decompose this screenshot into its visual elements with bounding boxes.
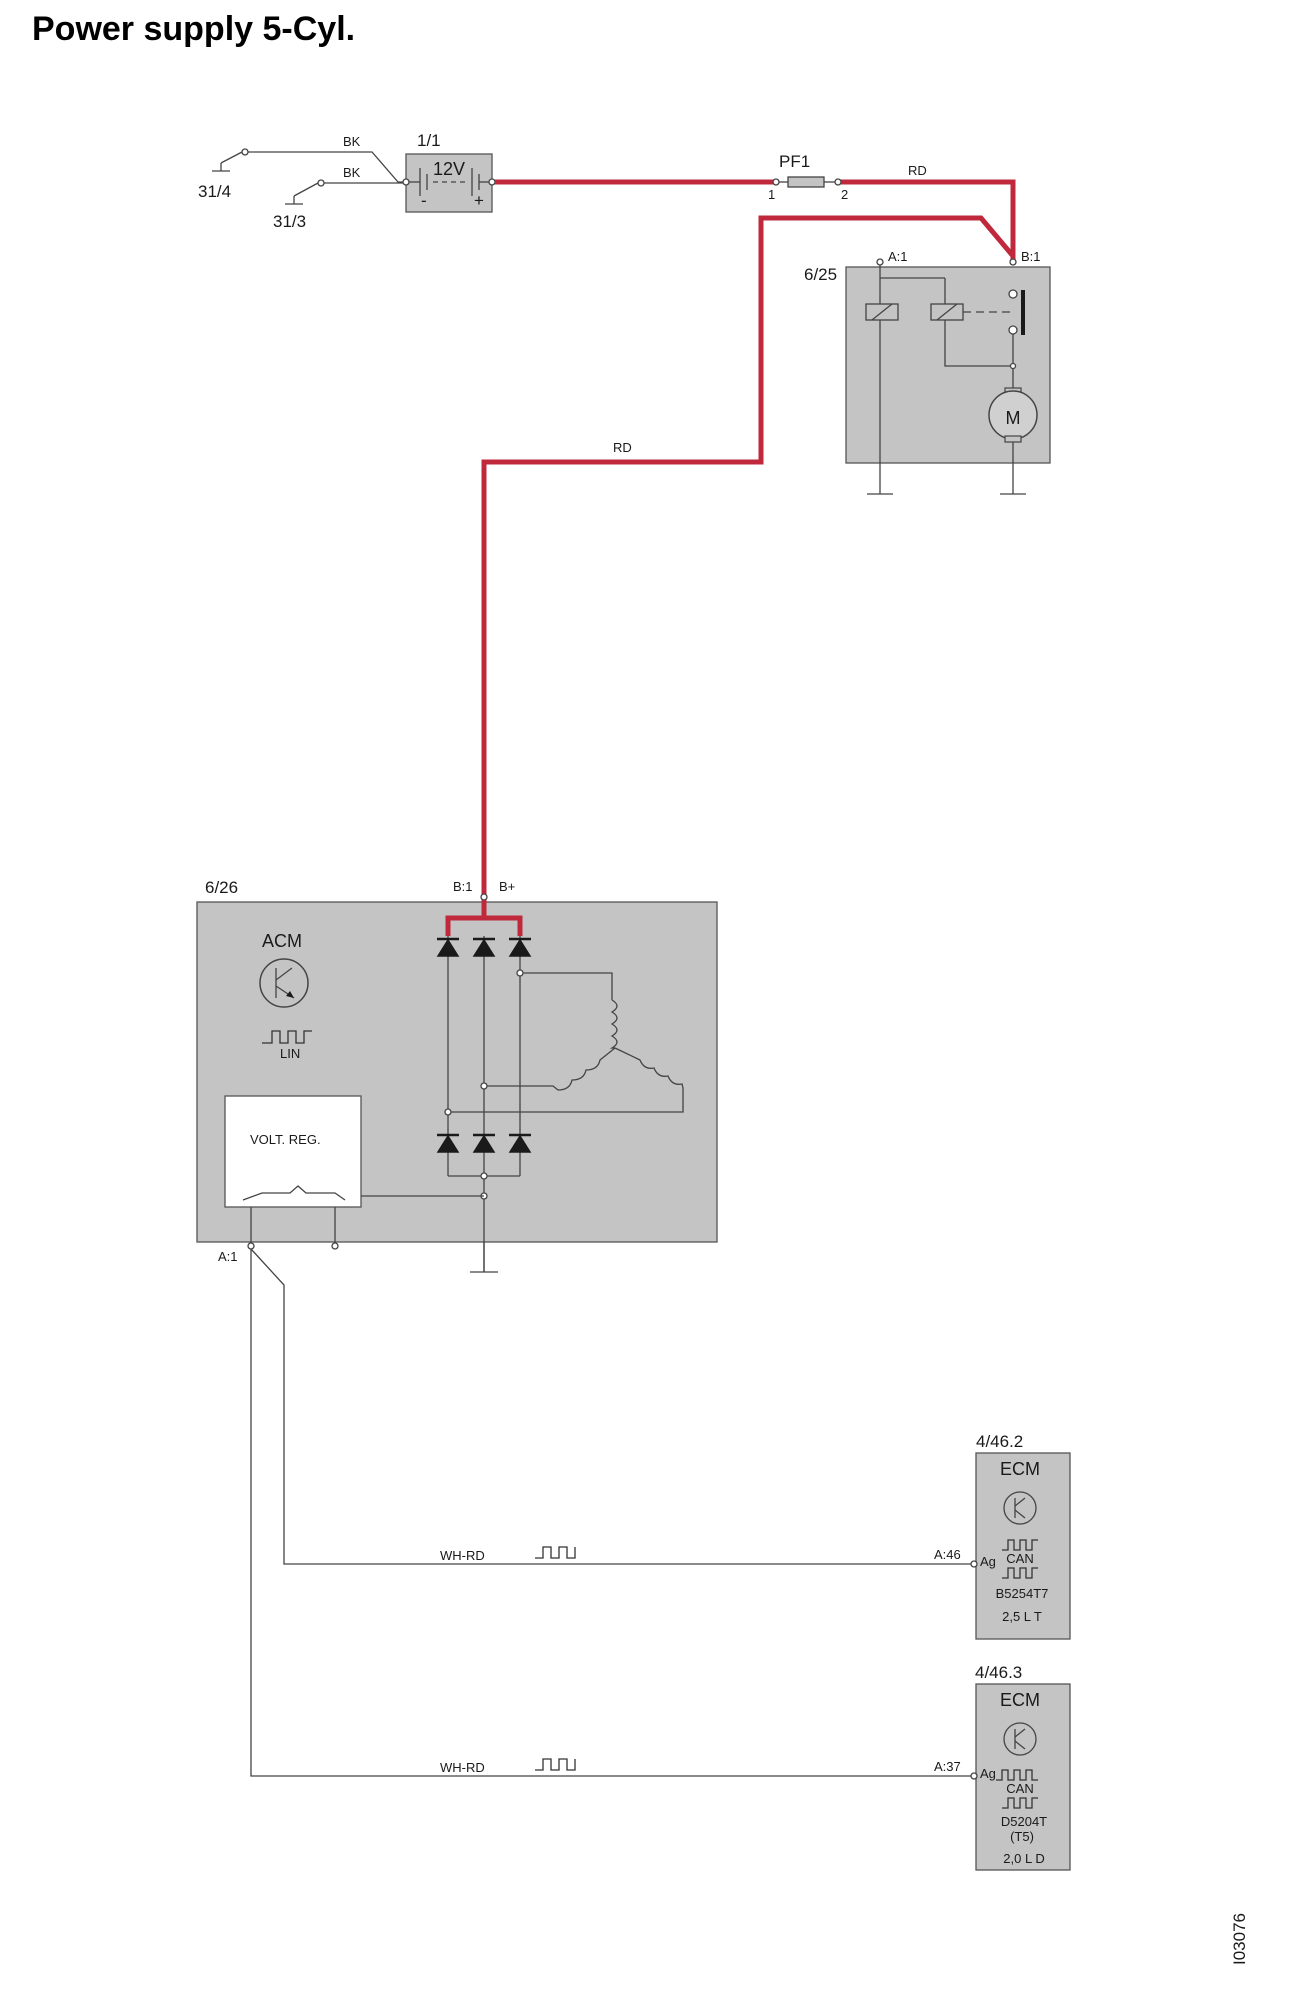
fuse-pin-1: 1 [768,187,775,202]
ecm2-engine: D5204T [1001,1814,1047,1829]
ecm2-pin: A:37 [934,1759,961,1774]
pulse-icon-1 [535,1546,576,1559]
ecm-4-46-2 [970,1452,1071,1640]
wire-label-rd-1: RD [908,163,927,178]
ecm2-name: ECM [1000,1690,1040,1710]
fuse-id: PF1 [779,152,810,171]
wire-label-whrd-2: WH-RD [440,1760,485,1775]
ecm2-engine-sub: (T5) [1010,1829,1034,1844]
battery-minus: - [421,191,427,210]
wire-whrd-ecm2 [250,1249,972,1777]
alternator-pin-bplus: B+ [499,879,515,894]
wire-whrd-ecm1 [250,1248,972,1565]
pulse-icon-2 [535,1758,576,1771]
wire-label-bk-1: BK [343,134,361,149]
ecm1-name: ECM [1000,1459,1040,1479]
voltage-regulator-label: VOLT. REG. [250,1132,321,1147]
fuse-pin-2: 2 [841,187,848,202]
alternator-pin-a1: A:1 [218,1249,238,1264]
ecm-4-46-3 [970,1683,1071,1871]
ecm1-ag: Ag [980,1554,996,1569]
ecm1-engine: B5254T7 [996,1586,1049,1601]
ecm1-variant: 2,5 L T [1002,1609,1042,1624]
fuse-pf1 [772,176,842,188]
ground-31-4 [212,148,249,172]
starter-motor-label: M [1006,408,1021,428]
acm-label: ACM [262,931,302,951]
starter-motor [845,258,1051,495]
ecm1-can: CAN [1006,1551,1033,1566]
ground-31-3 [285,179,325,205]
wire-label-bk-2: BK [343,165,361,180]
battery-voltage: 12V [433,159,465,179]
page-title: Power supply 5-Cyl. [32,10,356,48]
ecm2-can: CAN [1006,1781,1033,1796]
battery-id: 1/1 [417,131,441,150]
battery [402,153,496,213]
ecm1-pin: A:46 [934,1547,961,1562]
ecm1-id: 4/46.2 [976,1432,1023,1451]
wire-label-whrd-1: WH-RD [440,1548,485,1563]
ecm2-variant: 2,0 L D [1003,1851,1044,1866]
ground-label-31-4: 31/4 [198,182,231,201]
lin-label: LIN [280,1046,300,1061]
wire-label-rd-2: RD [613,440,632,455]
ecm2-ag: Ag [980,1766,996,1781]
battery-plus: + [474,191,484,210]
starter-id: 6/25 [804,265,837,284]
figure-number: I03076 [1230,1913,1249,1965]
wire-rd-starter-alternator [481,215,1016,900]
starter-pin-a1: A:1 [888,249,908,264]
ground-label-31-3: 31/3 [273,212,306,231]
wire-bk-1 [248,151,406,183]
alternator-pin-b1: B:1 [453,879,473,894]
alternator-id: 6/26 [205,878,238,897]
wire-rd-fuse-starter [838,179,1016,262]
ecm2-id: 4/46.3 [975,1663,1022,1682]
alternator [196,900,718,1273]
starter-pin-b1: B:1 [1021,249,1041,264]
